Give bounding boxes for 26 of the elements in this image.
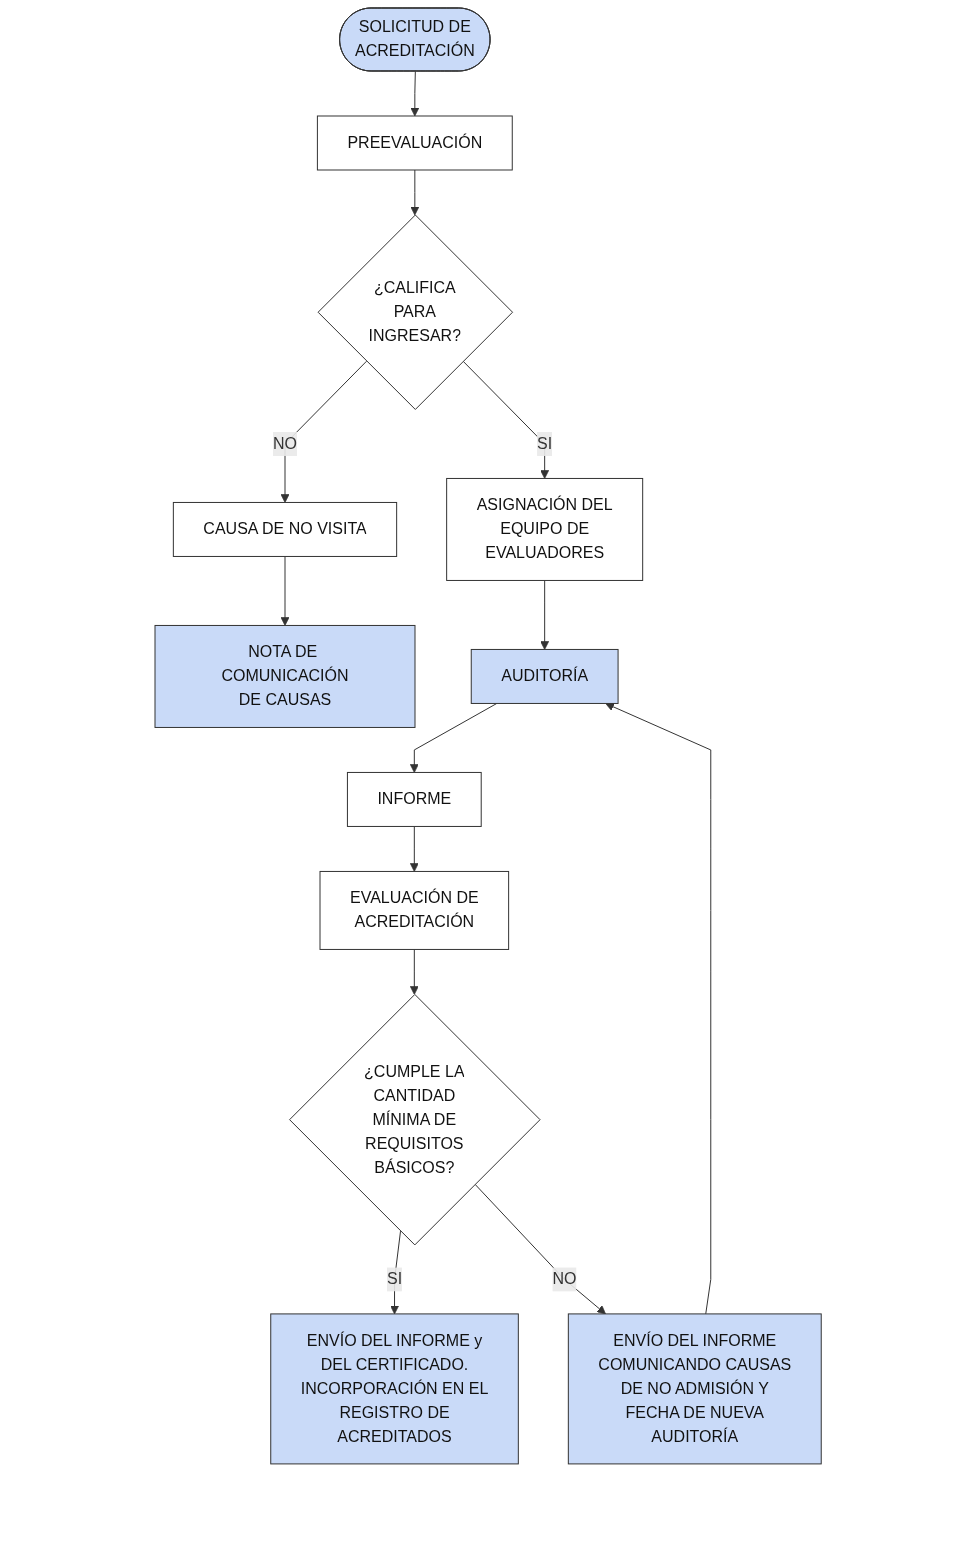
edge-label: NO: [273, 434, 298, 452]
arrow: [281, 555, 290, 626]
arrow: [410, 71, 420, 117]
arrow: [410, 169, 420, 216]
node-box: ENVÍO DEL INFORME COMUNICANDO CAUSAS DE NO ADMISIÓN Y FECHA DE NUEVA AUDITORÍA: [568, 1313, 823, 1465]
edge-label: NO: [552, 1270, 577, 1288]
node-box: EVALUACIÓN DE ACREDITACIÓN: [319, 870, 510, 950]
arrow: [281, 360, 368, 503]
node-box: INFORME: [347, 771, 483, 827]
arrow: [410, 948, 420, 995]
node-box: CAUSA DE NO VISITA: [173, 501, 398, 557]
arrow: [410, 702, 498, 773]
arrow: [605, 702, 712, 1315]
edge-label: SI: [537, 434, 553, 452]
arrow: [474, 1183, 607, 1315]
arrow: [410, 825, 420, 872]
arrow: [462, 360, 550, 479]
node-box: AUDITORÍA: [471, 648, 619, 704]
arrow: [540, 579, 550, 650]
node-box: ENVÍO DEL INFORME y DEL CERTIFICADO. INCORPORACIÓN EN EL REGISTRO DE ACREDITADOS: [270, 1313, 520, 1465]
node-box: PREEVALUACIÓN: [317, 115, 514, 171]
edge-label: SI: [387, 1270, 403, 1288]
node-box: NOTA DE COMUNICACIÓN DE CAUSAS: [154, 624, 416, 728]
node-diamond: ¿CUMPLE LA CANTIDAD MÍNIMA DE REQUISITOS BÁSICOS?: [289, 993, 541, 1246]
node-box: ASIGNACIÓN DEL EQUIPO DE EVALUADORES: [446, 477, 644, 581]
node-diamond: ¿CALIFICA PARA INGRESAR?: [317, 214, 514, 410]
